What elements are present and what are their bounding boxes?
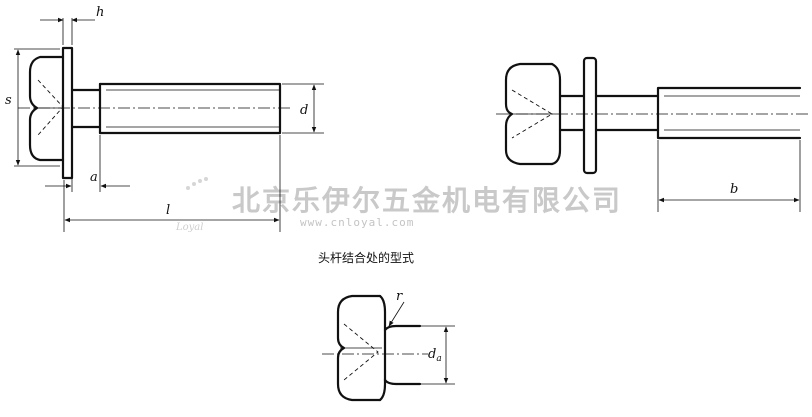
neck-left	[70, 88, 102, 129]
flange-left	[61, 46, 74, 180]
thread-lines-right	[664, 95, 800, 131]
watermark-url: www.cnloyal.com	[300, 216, 414, 229]
watermark-logo-text: Loyal	[175, 222, 203, 233]
watermark-logo: Loyal	[175, 177, 208, 233]
bolt-view-left: h s a l d	[5, 5, 324, 232]
hex-chamfer-hidden-detail	[343, 323, 379, 381]
dim-label-da: da	[428, 347, 442, 364]
bolt-view-right: b	[496, 56, 808, 212]
caption-head-shank-junction: 头杆结合处的型式	[318, 250, 414, 265]
hex-head-left	[28, 55, 65, 162]
watermark: 北京乐伊尔五金机电有限公司 www.cnloyal.com Loyal	[175, 177, 622, 233]
fillet-detail	[383, 324, 422, 386]
hex-chamfer-hidden	[37, 79, 64, 136]
dim-label-r: r	[396, 289, 403, 304]
junction-detail-view: r da	[322, 289, 455, 402]
thread-lines-left	[106, 89, 280, 128]
dim-label-l: l	[166, 203, 170, 218]
dim-label-b: b	[730, 182, 738, 197]
washer-right	[582, 56, 598, 175]
hex-chamfer-hidden-right	[511, 89, 553, 139]
watermark-company: 北京乐伊尔五金机电有限公司	[232, 184, 622, 217]
dim-label-a: a	[90, 170, 98, 185]
shank-left	[98, 82, 282, 135]
dim-label-d: d	[300, 103, 308, 118]
dim-label-s: s	[5, 93, 12, 108]
dim-label-h: h	[96, 5, 104, 20]
